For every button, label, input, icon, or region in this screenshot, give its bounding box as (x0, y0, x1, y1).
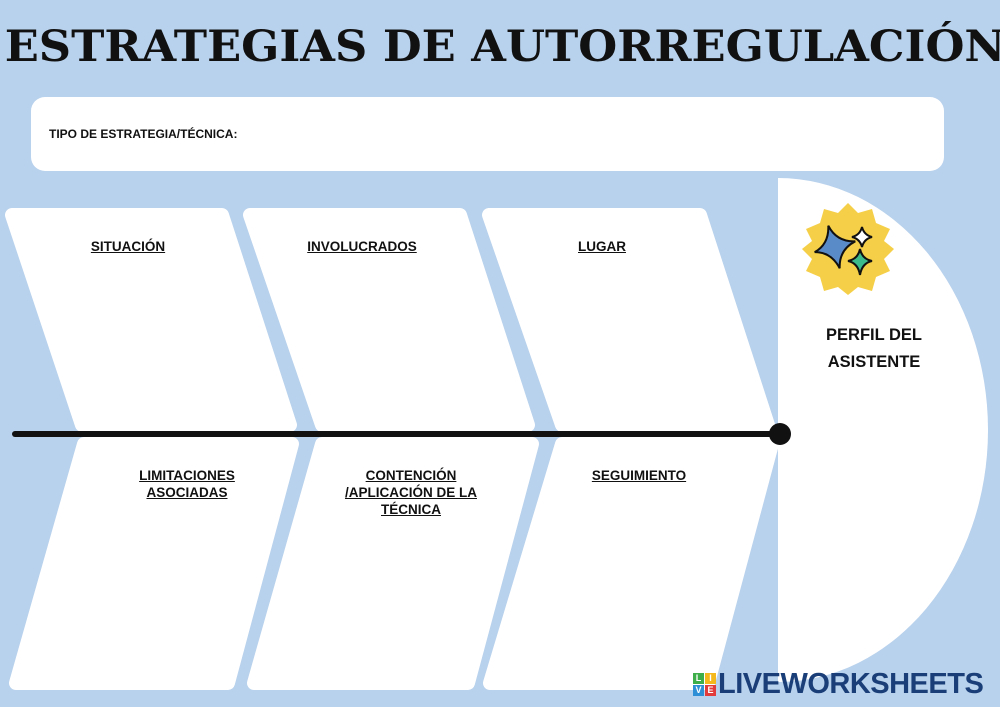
logo-text: LIVEWORKSHEETS (718, 668, 984, 700)
label-situacion: SITUACIÓN (90, 239, 166, 254)
label-limitaciones: LIMITACIONES ASOCIADAS (139, 468, 235, 500)
logo-letter: E (705, 685, 716, 696)
box-limitaciones[interactable] (9, 437, 299, 690)
box-lugar[interactable] (482, 208, 775, 432)
profile-title: PERFIL DEL ASISTENTE (826, 326, 922, 371)
label-lugar: LUGAR (578, 239, 626, 254)
logo-icon: L I V E (693, 673, 716, 696)
box-involucrados[interactable] (243, 208, 535, 432)
logo-letter: I (705, 673, 716, 684)
label-contencion: CONTENCIÓN /APLICACIÓN DE LA TÉCNICA (344, 468, 477, 517)
logo-letter: L (693, 673, 704, 684)
label-seguimiento: SEGUIMIENTO (591, 468, 687, 483)
sparkles-badge-icon (802, 203, 894, 295)
label-involucrados: INVOLUCRADOS (307, 239, 417, 254)
spine-head-dot (769, 423, 791, 445)
page-title: ESTRATEGIAS DE AUTORREGULACIÓN (4, 22, 1000, 72)
logo-letter: V (693, 685, 704, 696)
profile-half-circle[interactable] (778, 178, 988, 682)
box-contencion[interactable] (247, 437, 539, 690)
strategy-type-label: TIPO DE ESTRATEGIA/TÉCNICA: (49, 127, 238, 141)
liveworksheets-logo: L I V E LIVEWORKSHEETS (693, 668, 984, 701)
box-situacion[interactable] (5, 208, 297, 432)
strategy-type-field[interactable]: TIPO DE ESTRATEGIA/TÉCNICA: (31, 97, 944, 171)
